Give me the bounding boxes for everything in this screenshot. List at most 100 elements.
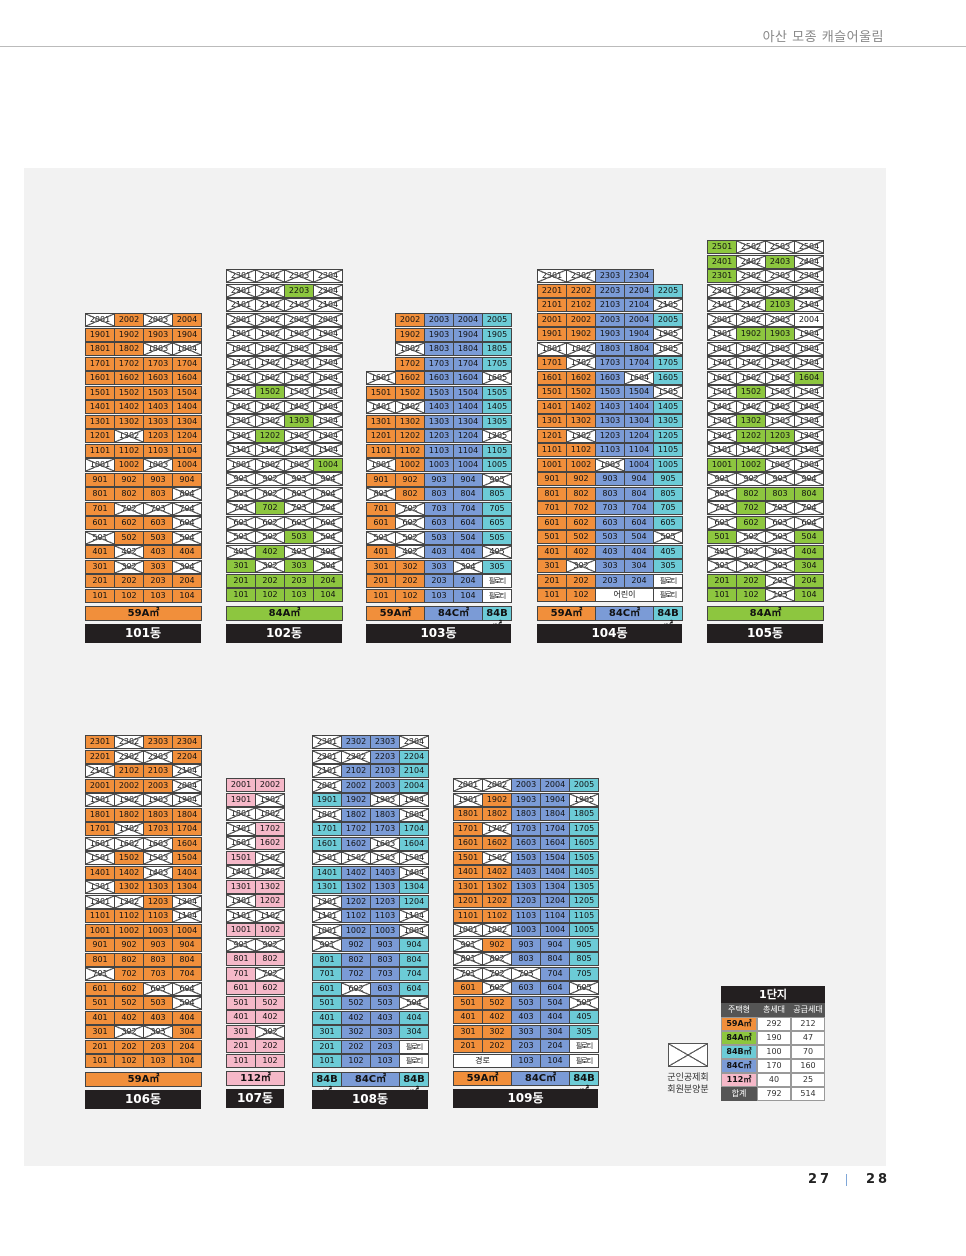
unit-cell: 801 [85,487,115,501]
reserved-unit-cell: 1603 [284,370,314,385]
unit-cell: 1705 [569,821,599,836]
reserved-unit-cell: 1202 [114,894,144,909]
unit-cell: 2202 [566,283,596,298]
unit-cell: 1704 [399,822,429,836]
unit-cell: 803 [765,486,795,501]
unit-cell: 802 [736,486,766,501]
unit-cell: 1305 [569,879,599,894]
reserved-unit-cell: 1602 [736,370,766,385]
unit-cell: 1003 [511,923,541,937]
reserved-unit-cell: 402 [736,544,766,559]
unit-cell: 804 [540,952,570,966]
unit-cell: 1303 [143,880,173,894]
unit-cell: 102 [114,588,144,603]
unit-cell: 2302 [341,735,371,749]
unit-cell: 1504 [453,385,483,400]
reserved-unit-cell: 902 [736,472,766,486]
reserved-unit-cell: 2105 [653,298,683,312]
unit-cell: 1604 [172,836,202,851]
unit-cell: 1205 [569,894,599,908]
unit-cell: 204 [313,573,343,588]
summary-header-cell: 주택형 [721,1003,757,1017]
unit-cell: 404 [794,544,824,559]
unit-cell: 503 [511,995,541,1010]
unit-cell: 1305 [653,414,683,428]
unit-cell: 405 [569,1010,599,1024]
unit-cell: 902 [395,472,425,487]
unit-cell: 1103 [424,443,454,458]
unit-cell: 503 [143,996,173,1010]
unit-cell: 301 [537,559,567,573]
unit-cell: 1403 [143,400,173,414]
summary-value-cell: 40 [757,1073,791,1087]
piloti-cell: 필로티 [482,574,512,588]
reserved-unit-cell: 2304 [313,269,343,283]
unit-cell: 1101 [85,909,115,923]
unit-cell: 201 [707,573,737,588]
unit-cell: 2303 [595,269,625,283]
reserved-unit-cell: 1403 [143,865,173,880]
reserved-unit-cell: 1201 [226,428,256,443]
unit-cell: 401 [85,1010,115,1025]
unit-cell: 1403 [511,865,541,879]
unit-cell: 1205 [653,428,683,443]
summary-value-cell: 170 [757,1059,791,1073]
unit-cell: 405 [653,544,683,559]
unit-cell: 1405 [569,865,599,879]
reserved-unit-cell: 1301 [85,880,115,894]
unit-cell: 402 [255,1010,285,1024]
summary-type-cell: 59A㎡ [721,1017,757,1031]
reserved-unit-cell: 2102 [255,298,285,312]
unit-cell: 702 [566,501,596,515]
unit-cell: 1703 [511,821,541,836]
reserved-unit-cell: 703 [284,501,314,515]
unit-cell: 203 [595,573,625,588]
unit-cell: 401 [312,1010,342,1025]
reserved-unit-cell: 1202 [566,428,596,443]
unit-cell: 1301 [312,880,342,894]
unit-cell: 904 [453,472,483,487]
unit-cell: 1403 [595,399,625,414]
unit-cell: 1303 [143,414,173,429]
unit-cell: 403 [370,1010,400,1025]
reserved-unit-cell: 902 [255,472,285,486]
reserved-unit-cell: 2003 [284,312,314,327]
unit-cell: 603 [424,516,454,530]
unit-cell: 704 [172,967,202,981]
summary-value-cell: 70 [791,1045,825,1059]
unit-cell: 904 [399,938,429,952]
unit-cell: 1505 [569,850,599,865]
unit-cell: 1902 [566,327,596,341]
reserved-unit-cell: 304 [453,559,483,574]
reserved-unit-cell: 2101 [707,298,737,312]
page-number-left: 27 [808,1172,833,1187]
unit-cell: 604 [540,981,570,995]
reserved-unit-cell: 1503 [284,385,314,399]
reserved-unit-cell: 402 [395,545,425,559]
unit-cell: 303 [424,559,454,574]
reserved-unit-cell: 1503 [143,851,173,865]
reserved-unit-cell: 901 [453,937,483,952]
reserved-unit-cell: 1001 [226,457,256,472]
reserved-unit-cell: 602 [255,515,285,530]
unit-cell: 802 [255,952,285,966]
unit-type-label: 84A㎡ [226,605,343,621]
unit-cell: 101 [85,588,115,603]
unit-type-label: 59A㎡ [85,1071,202,1087]
unit-type-label: 84C㎡ [341,1071,400,1087]
unit-cell: 1601 [453,836,483,850]
